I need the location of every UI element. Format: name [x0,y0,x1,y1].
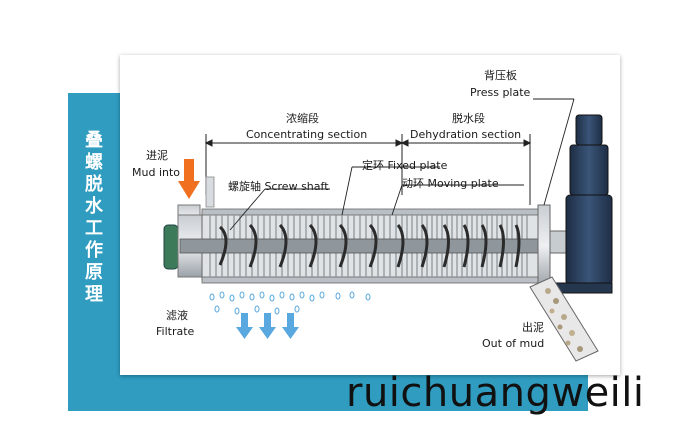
screw-shaft [179,223,551,268]
side-title-char: 螺 [85,152,103,173]
side-title: 叠 螺 脱 水 工 作 原 理 [79,130,109,306]
side-title-char: 叠 [85,130,103,151]
filtrate-arrows [236,313,299,339]
diagram-panel: 背压板 Press plate 浓缩段 Concentrating sectio… [120,55,620,375]
out-of-mud-label-en: Out of mud [482,337,545,350]
screw-shaft-label: 螺旋轴 Screw shaft [228,180,329,193]
filtrate-label-cn: 滤液 [166,309,188,322]
base-bar [68,375,588,411]
screw-press-diagram [163,98,613,362]
leader-lines [229,98,575,231]
side-title-char: 理 [85,284,103,305]
dehydration-label-cn: 脱水段 [452,112,485,125]
press-plate-label-cn: 背压板 [484,69,517,82]
moving-plate-label: 动环 Moving plate [402,177,499,190]
side-title-char: 脱 [85,174,103,195]
side-title-char: 工 [85,218,103,239]
side-title-char: 水 [85,196,103,217]
concentrating-dimension [204,134,532,205]
outlet-chute [529,276,599,362]
side-title-char: 原 [85,262,103,283]
side-title-bar [68,93,120,411]
mud-into-label-cn: 进泥 [146,149,168,162]
concentrating-label-en: Concentrating section [246,128,368,141]
watermark-text: ruichuangweili [346,370,645,416]
filtrate-droplets [209,291,371,315]
concentrating-label-cn: 浓缩段 [286,112,319,125]
side-title-char: 作 [85,240,103,261]
out-of-mud-label-cn: 出泥 [522,321,544,334]
mud-inlet-arrow [178,159,200,199]
motor-gearbox [555,114,613,294]
fixed-plate-label: 定环 Fixed plate [362,159,448,172]
filtrate-label-en: Filtrate [156,325,195,338]
dehydration-label-en: Dehydration section [410,128,522,141]
mud-into-label-en: Mud into [132,166,181,179]
press-plate-label-en: Press plate [470,86,531,99]
